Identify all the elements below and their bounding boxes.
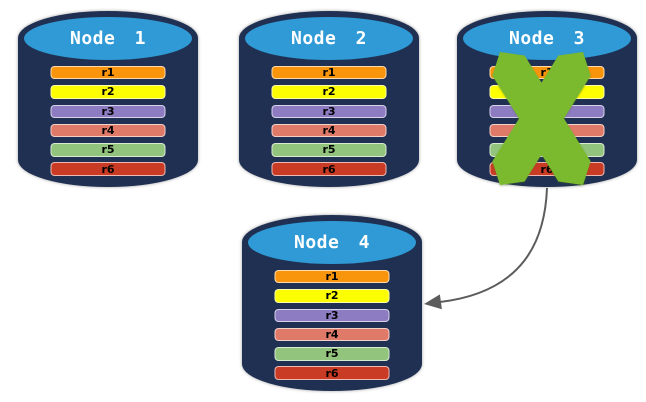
cylinder-top (248, 221, 416, 264)
record-bar: r2 (274, 289, 390, 303)
record-label: r3 (322, 104, 336, 118)
record-bar: r4 (274, 327, 390, 342)
record-bar: r4 (271, 123, 387, 138)
record-list: r1 r2 r3 r4 r5 r6 (274, 270, 390, 380)
record-label: r4 (101, 124, 115, 138)
cylinder-top (245, 17, 413, 60)
node-1: Node 1 r1 r2 r3 r4 r5 r6 (18, 11, 198, 187)
record-label: r1 (325, 270, 339, 284)
node-title: Node 4 (293, 232, 371, 253)
arrow-head (424, 294, 442, 310)
arrow-curve (439, 187, 548, 303)
record-bar: r2 (50, 85, 166, 99)
record-label: r3 (540, 104, 554, 118)
record-bar: r1 (50, 66, 166, 80)
node-4: Node 4 r1 r2 r3 r4 r5 r6 (242, 215, 422, 391)
record-label: r2 (540, 85, 554, 99)
record-label: r2 (325, 289, 339, 303)
record-label: r2 (322, 85, 336, 99)
record-label: r1 (101, 66, 115, 80)
node-title: Node 1 (69, 28, 147, 49)
record-label: r1 (540, 66, 554, 80)
record-bar: r1 (489, 66, 605, 80)
record-bar: r6 (271, 162, 387, 176)
record-label: r3 (101, 104, 115, 118)
record-label: r6 (101, 162, 115, 176)
database-cylinder-icon (18, 11, 198, 187)
record-list: r1 r2 r3 r4 r5 r6 (271, 66, 387, 176)
node-title: Node 3 (508, 28, 586, 49)
database-cylinder-icon (239, 11, 419, 187)
record-label: r6 (322, 162, 336, 176)
record-bar: r3 (274, 308, 390, 322)
record-list: r1 r2 r3 r4 r5 r6 (489, 66, 605, 176)
record-label: r5 (540, 143, 554, 157)
record-bar: r2 (489, 85, 605, 99)
record-label: r4 (540, 124, 554, 138)
record-bar: r1 (274, 270, 390, 284)
record-label: r5 (322, 143, 336, 157)
record-bar: r5 (489, 143, 605, 157)
record-bar: r5 (271, 143, 387, 157)
record-bar: r1 (271, 66, 387, 80)
cylinder-top (463, 17, 631, 60)
record-label: r6 (540, 162, 554, 176)
record-bar: r3 (271, 104, 387, 118)
record-label: r1 (322, 66, 336, 80)
record-bar: r5 (274, 347, 390, 361)
record-bar: r4 (489, 123, 605, 138)
record-label: r6 (325, 366, 339, 380)
record-label: r5 (101, 143, 115, 157)
record-bar: r5 (50, 143, 166, 157)
record-bar: r3 (489, 104, 605, 118)
record-bar: r6 (50, 162, 166, 176)
record-label: r5 (325, 347, 339, 361)
record-bar: r3 (50, 104, 166, 118)
record-bar: r4 (50, 123, 166, 138)
node-title: Node 2 (290, 28, 368, 49)
cylinder-top (24, 17, 192, 60)
record-label: r4 (325, 328, 339, 342)
record-bar: r2 (271, 85, 387, 99)
record-label: r2 (101, 85, 115, 99)
record-list: r1 r2 r3 r4 r5 r6 (50, 66, 166, 176)
record-bar: r6 (489, 162, 605, 176)
database-cylinder-icon (242, 215, 422, 391)
record-label: r4 (322, 124, 336, 138)
record-bar: r6 (274, 366, 390, 380)
node-2: Node 2 r1 r2 r3 r4 r5 r6 (239, 11, 419, 187)
record-label: r3 (325, 308, 339, 322)
node-3: Node 3 r1 r2 r3 r4 r5 r6 (457, 11, 637, 187)
